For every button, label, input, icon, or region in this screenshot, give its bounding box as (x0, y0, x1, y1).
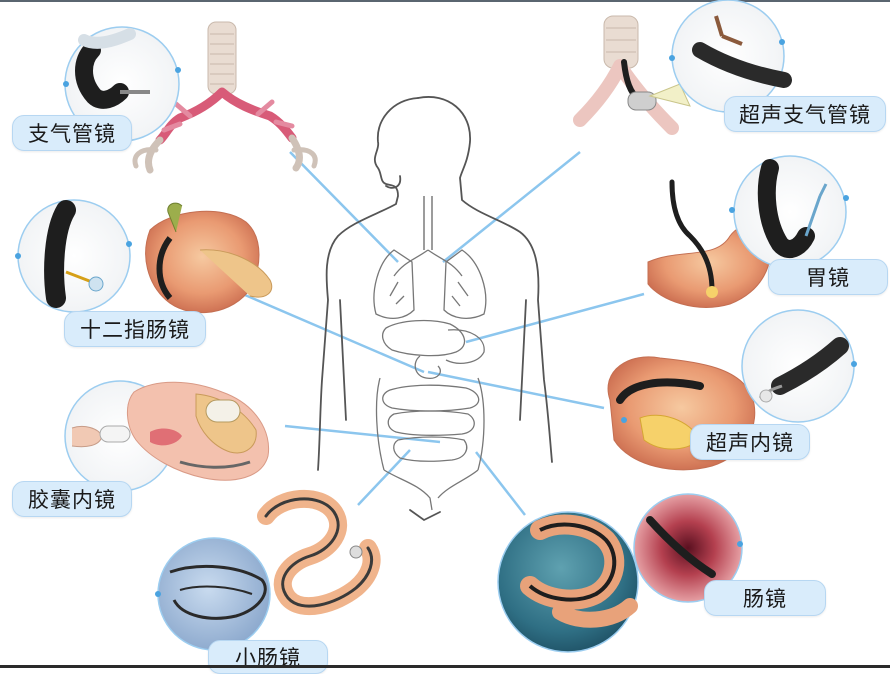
connector-bronchoscope (290, 152, 398, 262)
connector-colonoscope (476, 452, 525, 515)
label-gastroscope: 胃镜 (768, 259, 888, 295)
label-colonoscope: 肠镜 (704, 580, 826, 616)
connector-eus (428, 372, 604, 408)
internal-organs (374, 196, 486, 510)
human-body-outline (318, 97, 552, 520)
label-ebus-bronchoscope: 超声支气管镜 (724, 96, 886, 132)
duodenoscope-closeup (15, 200, 132, 312)
eus-probe-closeup (742, 310, 857, 422)
label-small-intestine-scope: 小肠镜 (208, 640, 328, 674)
pancreas-duodenum-illustration (146, 203, 272, 313)
small-intestine-illustration (266, 499, 372, 606)
label-duodenoscope: 十二指肠镜 (64, 311, 206, 347)
trachea-ebus-illustration (580, 16, 690, 128)
colon-illustration (498, 512, 638, 652)
single-balloon-scope-closeup (155, 538, 270, 650)
connector-capsule (285, 426, 440, 442)
label-capsule-endoscope: 胶囊内镜 (12, 481, 132, 517)
connector-gastroscope (466, 294, 644, 342)
label-bronchoscope: 支气管镜 (12, 115, 132, 151)
label-endoscopic-ultrasound: 超声内镜 (690, 424, 810, 460)
